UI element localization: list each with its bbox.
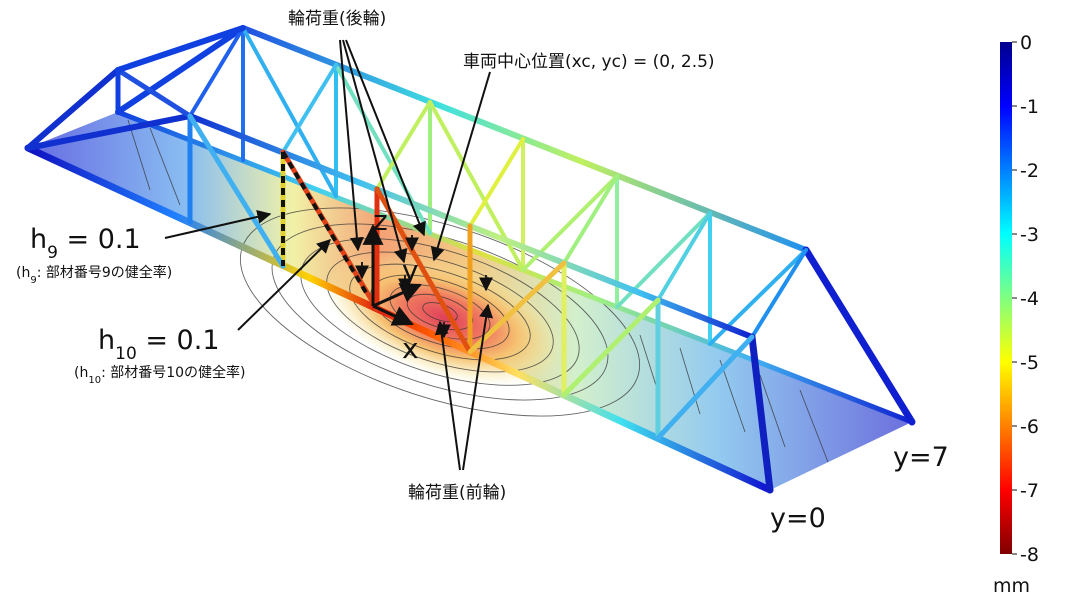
front-wheel-load-label: 輪荷重(前輪) [408,483,506,503]
axis-x-arrow [372,304,414,326]
colorbar-tick-label: -4 [1020,288,1039,310]
top-lateral-members [188,26,808,339]
h9-note: (h9: 部材番号9の健全率) [16,264,172,286]
coordinate-axes [362,223,422,326]
y0-label: y=0 [770,503,826,534]
colorbar-tick-label: -2 [1020,160,1039,182]
colorbar-tick-label: -3 [1020,224,1039,246]
axis-y-arrow [372,283,422,308]
h9-label: h9 = 0.1 [30,224,141,263]
damaged-members [281,150,370,298]
colorbar-tick-label: -5 [1020,352,1039,374]
member-10-dashed [281,150,370,298]
deflection-hot-spot [324,250,566,386]
axis-x-label: x [402,332,419,365]
h10-label: h10 = 0.1 [98,325,220,364]
rear-wheel-load-label: 輪荷重(後輪) [288,9,386,29]
colorbar-tick-label: 0 [1020,32,1032,54]
colorbar-unit: mm [993,575,1030,597]
h10-note: (h10: 部材番号10の健全率) [74,364,246,386]
colorbar: 0 -1 -2 -3 -4 -5 -6 -7 -8 mm [993,32,1039,597]
colorbar-tick-label: -8 [1020,544,1039,566]
axis-z-label: z [373,204,388,237]
colorbar-tick-label: -1 [1020,96,1039,118]
colorbar-gradient [1000,42,1012,554]
colorbar-tick-label: -7 [1020,480,1039,502]
colorbar-tick-label: -6 [1020,416,1039,438]
axis-y-label: y [402,254,419,287]
annotation-leaders [164,39,494,471]
colorbar-ticks: 0 -1 -2 -3 -4 -5 -6 -7 -8 [1012,32,1039,566]
y7-label: y=7 [893,442,949,473]
vehicle-center-label: 車両中心位置(xc, yc) = (0, 2.5) [463,52,715,72]
